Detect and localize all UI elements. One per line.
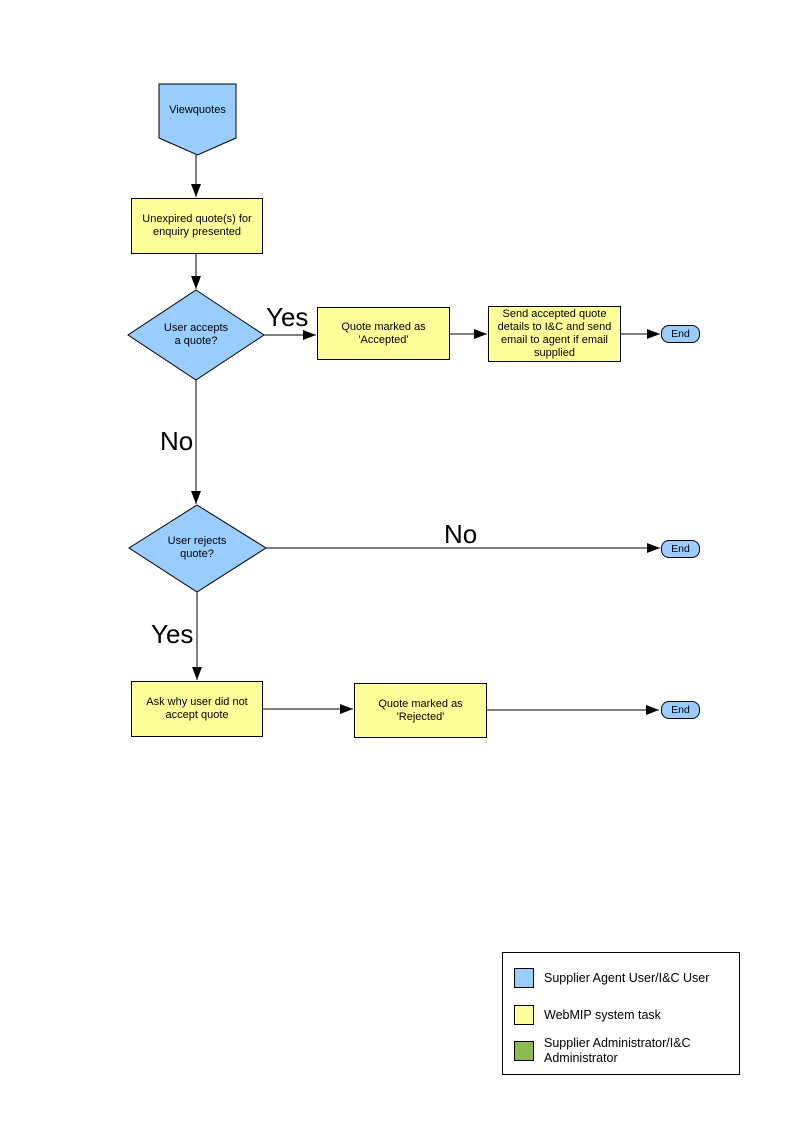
legend-swatch-yellow: [514, 1005, 534, 1025]
process-quote-rejected: Quote marked as 'Rejected': [354, 683, 487, 738]
process-send-details: Send accepted quote details to I&C and s…: [488, 306, 621, 362]
end-node-2: End: [661, 540, 700, 558]
edge-label-yes-reject: Yes: [151, 619, 194, 649]
legend-swatch-blue: [514, 968, 534, 988]
process-ask-why: Ask why user did not accept quote: [131, 681, 263, 737]
legend-label: WebMIP system task: [544, 1008, 661, 1022]
edge-label-no-reject: No: [444, 519, 478, 549]
end-node-3: End: [661, 701, 700, 719]
legend-label: Supplier Agent User/I&C User: [544, 971, 710, 985]
decision-user-rejects-label: User rejects quote?: [167, 535, 227, 560]
decision-user-accepts-label: User accepts a quote?: [163, 322, 229, 347]
start-node-label: Viewquotes: [169, 103, 226, 116]
edge-label-no-accept: No: [160, 426, 194, 456]
process-unexpired-quotes: Unexpired quote(s) for enquiry presented: [131, 198, 263, 254]
edge-label-yes-accept: Yes: [266, 302, 309, 332]
end-node-1: End: [661, 325, 700, 343]
legend-label: Supplier Administrator/I&C Administrator: [544, 1036, 691, 1065]
legend: Supplier Agent User/I&C User WebMIP syst…: [502, 952, 740, 1075]
legend-swatch-green: [514, 1041, 534, 1061]
process-quote-accepted: Quote marked as 'Accepted': [317, 307, 450, 360]
start-pentagon-shape: [158, 83, 237, 156]
